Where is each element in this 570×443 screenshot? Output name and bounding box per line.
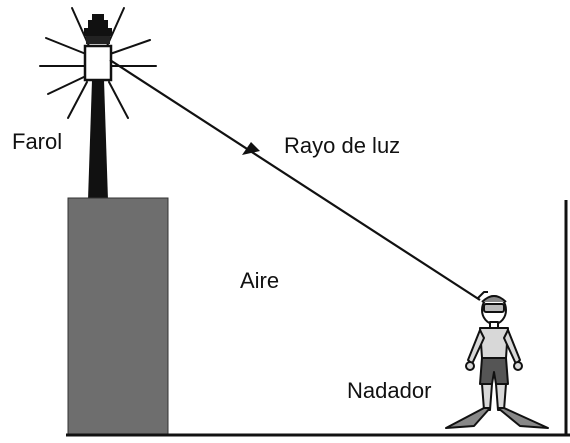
- light-ray-label: Rayo de luz: [284, 133, 401, 158]
- swimmer-label: Nadador: [347, 378, 432, 403]
- lighthouse-tower: [88, 80, 108, 200]
- lamp-window: [83, 44, 113, 82]
- light-ray-arrowhead: [242, 142, 260, 155]
- air-label: Aire: [240, 268, 280, 293]
- lamp-housing: [84, 14, 112, 44]
- lighthouse-label: Farol: [12, 129, 63, 154]
- swimmer-figure: [445, 291, 549, 429]
- light-ray-line: [109, 59, 481, 301]
- pier-block: [67, 197, 169, 436]
